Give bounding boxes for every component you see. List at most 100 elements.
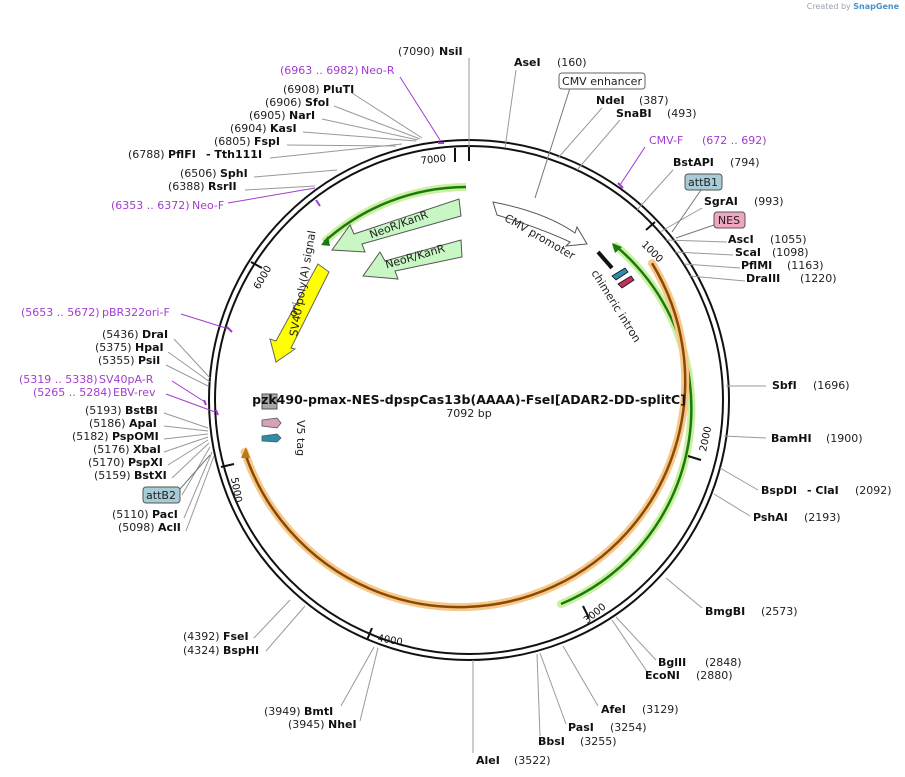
site-993-name: SgrAI	[704, 195, 738, 208]
site-2848-num: (2848)	[705, 656, 742, 669]
site-3945-num: (3945)	[288, 718, 325, 731]
site-7090-num: (7090)	[398, 45, 435, 58]
site-493-name: SnaBI	[616, 107, 652, 120]
site-1696-num: (1696)	[813, 379, 850, 392]
site-6788-num: (6788)	[128, 148, 165, 161]
ori-arrow	[269, 263, 330, 363]
tick-7000: 7000	[420, 153, 446, 167]
neor-box-2	[362, 239, 463, 280]
right-site-labels: AseI (160) NdeI (387) SnaBI (493) BstAPI…	[476, 56, 892, 767]
site-4324-num: (4324)	[183, 644, 220, 657]
primer-pbr322-range: (5653 .. 5672)	[21, 306, 100, 319]
primer-neo-r-name: Neo-R	[361, 64, 395, 77]
site-6905-num: (6905)	[249, 109, 286, 122]
site-5355-name: PsiI	[138, 354, 160, 367]
chimeric-intron-marks	[596, 250, 635, 289]
tick-6000: 6000	[252, 264, 274, 292]
site-1098-name: ScaI	[735, 246, 761, 259]
site-3254-num: (3254)	[610, 721, 647, 734]
tick-4000: 4000	[376, 633, 403, 648]
site-5098-name: AclI	[158, 521, 181, 534]
primer-neo-f-name: Neo-F	[192, 199, 224, 212]
site-5375-num: (5375)	[95, 341, 132, 354]
left-site-labels: (7090) NsiI (6908) PluTI (6906) SfoI (69…	[72, 45, 463, 731]
site-1055-name: AscI	[728, 233, 754, 246]
site-2193-name: PshAI	[753, 511, 788, 524]
site-1900-num: (1900)	[826, 432, 863, 445]
site-6506-name: SphI	[220, 167, 248, 180]
site-1163-name: PflMI	[741, 259, 772, 272]
site-5193-num: (5193)	[85, 404, 122, 417]
site-3255-num: (3255)	[580, 735, 617, 748]
site-5355-num: (5355)	[98, 354, 135, 367]
orange-feature-arc-core	[243, 262, 687, 609]
site-5098-num: (5098)	[118, 521, 155, 534]
site-1163-num: (1163)	[787, 259, 824, 272]
nes-label: NES	[718, 214, 740, 227]
site-3129-num: (3129)	[642, 703, 679, 716]
site-5436-name: DraI	[142, 328, 168, 341]
site-794-num: (794)	[730, 156, 760, 169]
sv40-box	[261, 393, 278, 410]
snapgene-logo: SnapGene	[853, 2, 899, 11]
site-2573-name: BmgBI	[705, 605, 745, 618]
site-5436-num: (5436)	[102, 328, 139, 341]
orange-arrowhead	[241, 447, 250, 458]
site-6388-num: (6388)	[168, 180, 205, 193]
neor-box-1	[331, 198, 462, 253]
snapgene-credit: Created by SnapGene	[807, 2, 899, 11]
cmv-promoter-arrow	[492, 201, 588, 247]
small-pink-arrow	[261, 417, 282, 429]
site-5182-name: PspOMI	[112, 430, 159, 443]
attb2-box: attB2	[142, 486, 181, 504]
site-5186-num: (5186)	[89, 417, 126, 430]
site-2880-num: (2880)	[696, 669, 733, 682]
neo-arc-core	[323, 185, 467, 243]
site-6904-num: (6904)	[230, 122, 267, 135]
site-5176-num: (5176)	[93, 443, 130, 456]
primer-cmv-f-range: (672 .. 692)	[702, 134, 767, 147]
primer-marks	[203, 142, 624, 416]
site-387-name: NdeI	[596, 94, 625, 107]
site-160-name: AseI	[514, 56, 541, 69]
site-2092-num: (2092)	[855, 484, 892, 497]
site-6908-name: PluTI	[323, 83, 354, 96]
site-2092-name: BspDI	[761, 484, 797, 497]
site-1098-num: (1098)	[772, 246, 809, 259]
v5-tag-label: V5 tag	[294, 420, 307, 456]
site-6805-name: FspI	[254, 135, 280, 148]
site-3522-name: AleI	[476, 754, 500, 767]
site-6905-name: NarI	[289, 109, 315, 122]
site-3522-num: (3522)	[514, 754, 551, 767]
site-794-name: BstAPI	[673, 156, 714, 169]
site-7090-name: NsiI	[439, 45, 463, 58]
tick-2000: 2000	[698, 425, 714, 452]
green-feature-arc-core	[560, 245, 693, 606]
cmv-enhancer-box: CMV enhancer	[558, 72, 646, 90]
site-5193-name: BstBI	[125, 404, 158, 417]
cmv-enhancer-label: CMV enhancer	[562, 75, 642, 88]
site-3129-name: AfeI	[601, 703, 626, 716]
site-5186-name: ApaI	[129, 417, 157, 430]
site-493-num: (493)	[667, 107, 697, 120]
site-1220-num: (1220)	[800, 272, 837, 285]
primer-cmv-f-name: CMV-F	[649, 134, 683, 147]
plasmid-name: pzk490-pmax-NES-dpspCas13b(AAAA)-FseI[AD…	[252, 392, 686, 407]
site-1220-name: DraIII	[746, 272, 780, 285]
site-5375-name: HpaI	[135, 341, 164, 354]
site-2880-name: EcoNI	[645, 669, 680, 682]
attb1-box: attB1	[684, 173, 723, 191]
site-5159-num: (5159)	[94, 469, 131, 482]
site-6805-num: (6805)	[214, 135, 251, 148]
site-3949-name: BmtI	[304, 705, 333, 718]
site-3255-name: BbsI	[538, 735, 565, 748]
primer-neo-r-range: (6963 .. 6982)	[280, 64, 359, 77]
site-6904-name: KasI	[270, 122, 297, 135]
site-387-num: (387)	[639, 94, 669, 107]
primer-sv40pa-range: (5319 .. 5338)	[19, 373, 98, 386]
primer-ebv-range: (5265 .. 5284)	[33, 386, 112, 399]
site-993-num: (993)	[754, 195, 784, 208]
leader-lines	[163, 58, 767, 753]
tick-marks	[220, 147, 702, 641]
